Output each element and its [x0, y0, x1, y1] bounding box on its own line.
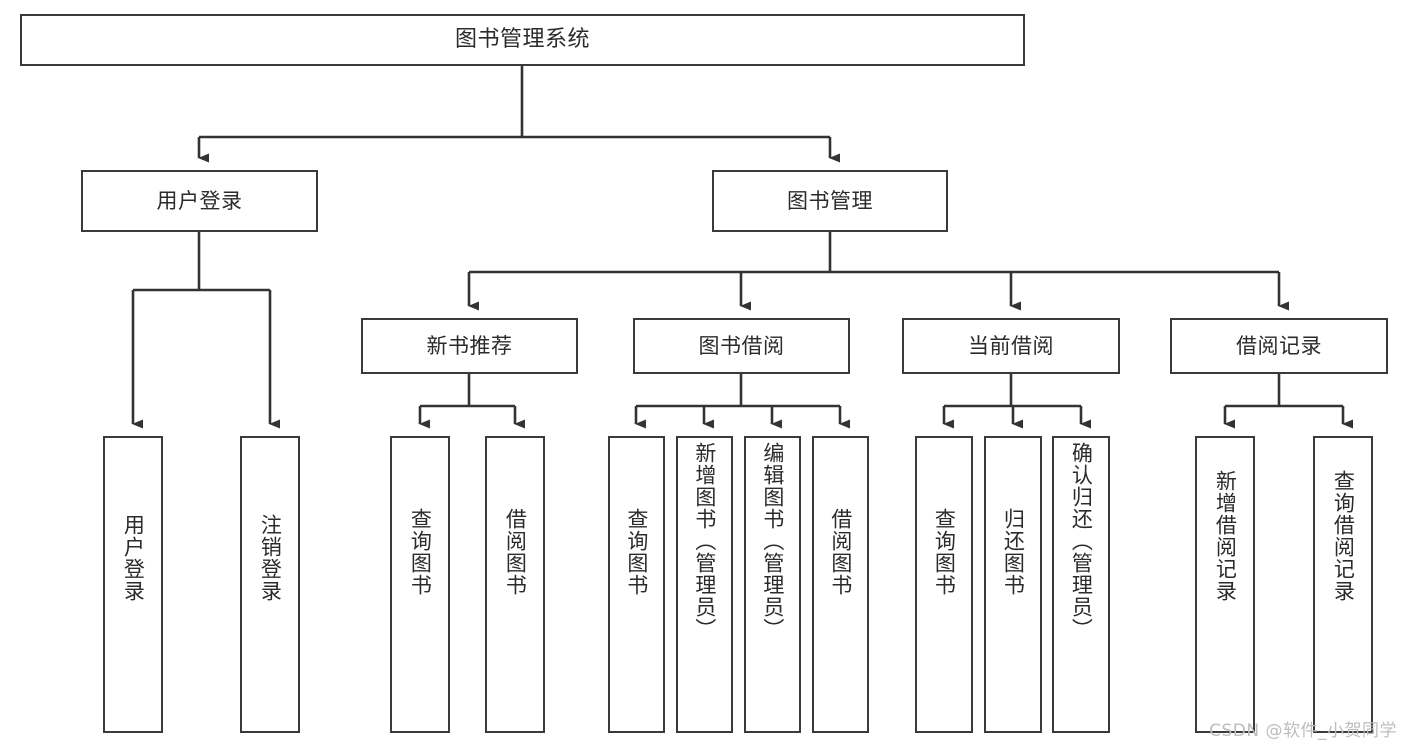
node-leaf-borrow-book-rec[interactable]: 借阅图书 — [485, 436, 545, 733]
node-leaf-query-book-rec-label: 查询图书 — [408, 508, 433, 596]
node-leaf-query-book-rec[interactable]: 查询图书 — [390, 436, 450, 733]
node-borrow-record[interactable]: 借阅记录 — [1170, 318, 1388, 374]
node-leaf-user-logout[interactable]: 注销登录 — [240, 436, 300, 733]
node-leaf-query-book-cur-label: 查询图书 — [932, 508, 957, 596]
node-new-book-recommend[interactable]: 新书推荐 — [361, 318, 578, 374]
node-root[interactable]: 图书管理系统 — [20, 14, 1025, 66]
node-user-login-label: 用户登录 — [156, 188, 243, 213]
node-leaf-query-book-borrow[interactable]: 查询图书 — [608, 436, 665, 733]
node-book-borrow-label: 图书借阅 — [698, 333, 785, 358]
node-book-manage[interactable]: 图书管理 — [712, 170, 948, 232]
node-leaf-add-record-label: 新增借阅记录 — [1213, 470, 1238, 602]
node-current-borrow[interactable]: 当前借阅 — [902, 318, 1120, 374]
node-leaf-add-book[interactable]: 新增图书（管理员） — [676, 436, 733, 733]
node-leaf-return-book[interactable]: 归还图书 — [984, 436, 1042, 733]
node-leaf-user-login-label: 用户登录 — [121, 514, 146, 602]
node-leaf-confirm-return-label: 确认归还（管理员） — [1069, 442, 1094, 640]
node-leaf-user-logout-label: 注销登录 — [258, 514, 283, 602]
node-leaf-query-record[interactable]: 查询借阅记录 — [1313, 436, 1373, 733]
node-leaf-edit-book-label: 编辑图书（管理员） — [760, 442, 785, 640]
node-leaf-borrow-book[interactable]: 借阅图书 — [812, 436, 869, 733]
node-user-login[interactable]: 用户登录 — [81, 170, 318, 232]
node-leaf-query-book-borrow-label: 查询图书 — [624, 508, 649, 596]
node-current-borrow-label: 当前借阅 — [968, 333, 1054, 358]
node-root-label: 图书管理系统 — [454, 27, 590, 52]
node-leaf-add-record[interactable]: 新增借阅记录 — [1195, 436, 1255, 733]
node-book-manage-label: 图书管理 — [787, 188, 873, 213]
node-leaf-borrow-book-rec-label: 借阅图书 — [503, 508, 528, 596]
node-leaf-query-record-label: 查询借阅记录 — [1331, 470, 1356, 602]
node-new-book-recommend-label: 新书推荐 — [426, 333, 513, 358]
watermark-text: CSDN @软件_小贺同学 — [1209, 721, 1397, 741]
node-leaf-query-book-cur[interactable]: 查询图书 — [915, 436, 973, 733]
node-leaf-user-login[interactable]: 用户登录 — [103, 436, 163, 733]
node-borrow-record-label: 借阅记录 — [1236, 333, 1322, 358]
node-leaf-add-book-label: 新增图书（管理员） — [692, 442, 717, 640]
node-leaf-return-book-label: 归还图书 — [1001, 508, 1026, 596]
node-leaf-borrow-book-label: 借阅图书 — [828, 508, 853, 596]
node-leaf-edit-book[interactable]: 编辑图书（管理员） — [744, 436, 801, 733]
node-book-borrow[interactable]: 图书借阅 — [633, 318, 850, 374]
node-leaf-confirm-return[interactable]: 确认归还（管理员） — [1052, 436, 1110, 733]
